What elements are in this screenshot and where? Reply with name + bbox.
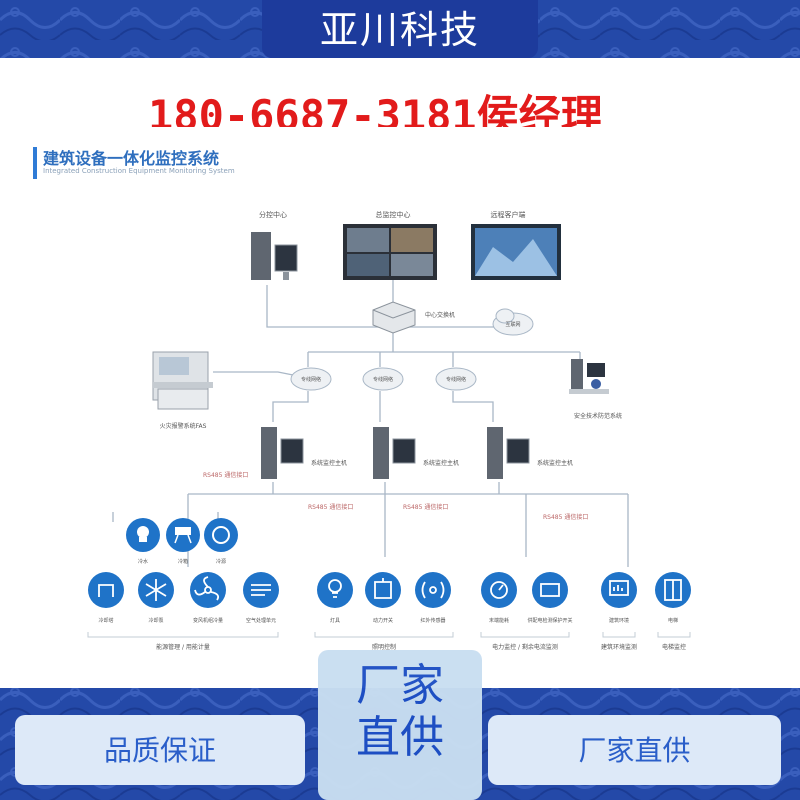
branch-control-workstation — [251, 232, 298, 280]
lower-device-icons — [88, 572, 691, 608]
group-label-4: 建筑环境监测 — [601, 643, 637, 651]
group-label-3: 电力监控 / 剩余电流监测 — [492, 643, 558, 651]
icon-label-8: 末端能耗 — [489, 617, 509, 624]
brand-header: 亚川科技 — [262, 0, 538, 58]
fire-alarm-console-icon — [152, 351, 213, 410]
quality-guarantee-pill: 品质保证 — [15, 715, 305, 785]
cold-source-icon — [204, 518, 238, 552]
system-diagram: 建筑设备一体化监控系统 Integrated Construction Equi… — [13, 127, 787, 684]
remote-client-screen — [471, 224, 561, 280]
title-accent-bar — [33, 147, 37, 179]
icon-label-7: 红外传感器 — [420, 617, 445, 624]
rs485-label-3: RS485 通信接口 — [403, 503, 448, 511]
breaker-icon — [532, 572, 568, 608]
private-network-cloud-3 — [435, 367, 477, 391]
internet-cloud-icon — [492, 308, 534, 336]
security-station-icon — [569, 359, 609, 394]
host-label-3: 系统监控主机 — [537, 459, 573, 467]
factory-direct-pill: 厂家直供 — [488, 715, 781, 785]
fire-alarm-label: 火灾报警系统FAS — [160, 422, 207, 430]
diagram-title: 建筑设备一体化监控系统 — [43, 149, 220, 168]
central-switch-icon — [372, 301, 416, 334]
monitor-host-1 — [261, 427, 304, 479]
icon-label-5: 灯具 — [330, 617, 340, 624]
icon-label-1: 冷却塔 — [98, 617, 113, 624]
main-center-label: 总监控中心 — [376, 210, 411, 219]
upper-label-1: 冷水 — [138, 558, 148, 565]
internet-label: 互联网 — [505, 321, 520, 328]
diagram-subtitle: Integrated Construction Equipment Monito… — [43, 167, 235, 175]
branch-label: 分控中心 — [259, 210, 287, 219]
power-switch-icon — [365, 572, 401, 608]
monitor-host-2 — [373, 427, 416, 479]
icon-label-3: 变风机组冷量 — [193, 617, 223, 624]
bulb-icon — [317, 572, 353, 608]
rs485-label-1: RS485 通信接口 — [203, 471, 248, 479]
private-network-cloud-2 — [362, 367, 404, 391]
rs485-label-4: RS485 通信接口 — [543, 513, 588, 521]
icon-label-10: 建筑环境 — [609, 617, 629, 624]
main-monitor-wall — [343, 224, 437, 280]
icon-label-9: 供配电检测保护开关 — [527, 617, 572, 624]
monitor-host-3 — [487, 427, 530, 479]
badge-line-2: 直供 — [356, 712, 444, 763]
infrared-sensor-icon — [415, 572, 451, 608]
icon-label-11: 电梯 — [668, 617, 678, 624]
group-label-2: 照明控制 — [372, 643, 396, 651]
group-label-1: 能源管理 / 用能计量 — [156, 643, 210, 651]
factory-direct-badge: 厂家 直供 — [318, 650, 482, 800]
cloud-label-2: 专线网络 — [373, 376, 393, 383]
remote-label: 远程客户端 — [491, 210, 526, 219]
diagram-canvas: 分控中心 总监控中心 远程客户端 中心交换机 互联网 — [87, 210, 691, 651]
icon-label-6: 动力开关 — [373, 617, 393, 624]
upper-label-3: 冷源 — [216, 558, 226, 565]
host-label-1: 系统监控主机 — [311, 459, 347, 467]
private-network-cloud-1 — [290, 367, 332, 391]
group-label-5: 电梯监控 — [662, 643, 686, 651]
icon-label-2: 冷却泵 — [148, 617, 163, 624]
rs485-label-2: RS485 通信接口 — [308, 503, 353, 511]
security-label: 安全技术防范系统 — [574, 412, 622, 420]
cloud-label-3: 专线网络 — [446, 376, 466, 383]
cloud-label-1: 专线网络 — [301, 376, 321, 383]
badge-line-1: 厂家 — [356, 660, 444, 711]
environment-icon — [601, 572, 637, 608]
group-brackets — [87, 632, 691, 638]
host-label-2: 系统监控主机 — [423, 459, 459, 467]
cooling-tower-icon — [88, 572, 124, 608]
switch-label: 中心交换机 — [425, 311, 455, 319]
upper-label-2: 冷箱 — [178, 558, 188, 565]
icon-label-4: 空气处理单元 — [246, 617, 276, 624]
